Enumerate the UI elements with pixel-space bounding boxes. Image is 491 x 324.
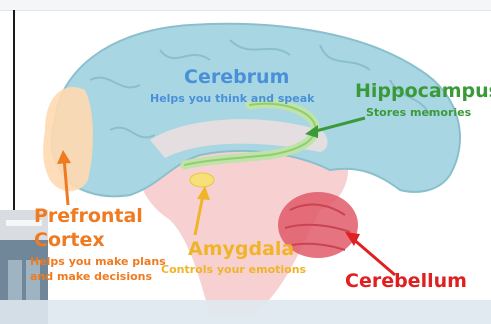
prefrontal-title-line2: Cortex [34, 229, 105, 251]
hippocampus-title: Hippocampus [355, 80, 491, 102]
cerebrum-title: Cerebrum [184, 66, 289, 88]
prefrontal-title-line1: Prefrontal [34, 205, 143, 227]
hippocampus-description: Stores memories [366, 106, 471, 119]
amygdala-shape [190, 173, 214, 187]
amygdala-description: Controls your emotions [161, 263, 306, 276]
cerebellum-arrow [345, 232, 395, 275]
bottom-strip [0, 300, 491, 324]
amygdala-title: Amygdala [188, 238, 294, 260]
prefrontal-description-line2: and make decisions [30, 270, 152, 283]
cerebellum-title: Cerebellum [345, 270, 467, 292]
prefrontal-region [43, 87, 93, 191]
prefrontal-description-line1: Helps you make plans [30, 255, 166, 268]
cerebrum-description: Helps you think and speak [150, 92, 315, 105]
